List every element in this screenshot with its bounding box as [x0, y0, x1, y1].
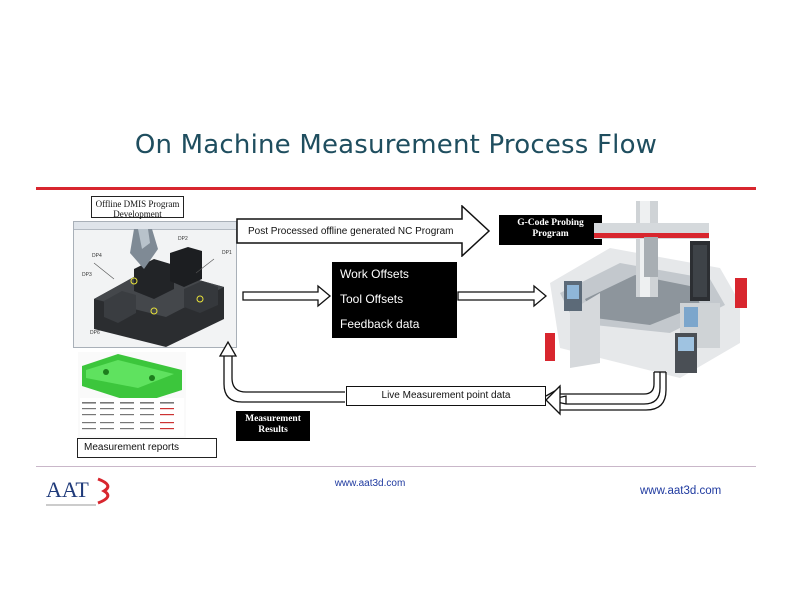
measurement-report-image — [78, 352, 186, 438]
cad-window-titlebar — [74, 222, 236, 230]
feedback-info-box: Work Offsets Tool Offsets Feedback data — [332, 262, 457, 338]
return-arrow-left-head — [218, 340, 238, 357]
live-measurement-label: Live Measurement point data — [346, 386, 546, 406]
return-arrow-head — [547, 372, 661, 405]
slide-title: On Machine Measurement Process Flow — [134, 130, 658, 160]
return-arrow-left-outer — [223, 356, 345, 403]
aat3-logo-mark: AAT — [46, 477, 110, 506]
cad-part-image — [93, 229, 224, 347]
feedback-item-tool-offsets: Tool Offsets — [340, 292, 404, 306]
measurement-results-label: Measurement Results — [236, 411, 310, 441]
cad-tag: DP2 — [178, 236, 188, 242]
arrow-feedback-to-machine — [457, 284, 548, 308]
cad-tag: DP1 — [222, 250, 232, 256]
footer-link-right[interactable]: www.aat3d.com — [640, 485, 722, 497]
offline-dmis-label: Offline DMIS Program Development — [91, 196, 184, 219]
nc-program-label: Post Processed offline generated NC Prog… — [248, 226, 454, 237]
nc-program-arrow — [236, 205, 491, 257]
measurement-reports-label: Measurement reports — [77, 438, 217, 458]
arrow-cad-to-feedback — [242, 284, 332, 308]
machine-tool-image — [545, 201, 747, 378]
return-arrow-left-inner — [231, 356, 345, 393]
aat3-logo: AAT — [44, 473, 114, 509]
cad-tag: DP4 — [92, 253, 102, 259]
gcode-probing-label: G-Code Probing Program — [499, 215, 602, 245]
logo-letters: AAT — [46, 477, 89, 502]
return-arrow-inner — [545, 372, 655, 397]
cad-program-screenshot: DP2 DP1 DP4 DP3 DP6 — [73, 221, 237, 348]
report-graphic — [80, 354, 184, 436]
footer-divider — [36, 466, 756, 467]
feedback-item-feedback-data: Feedback data — [340, 317, 420, 331]
footer-link-center[interactable]: www.aat3d.com — [334, 478, 406, 489]
return-arrow-outer — [560, 372, 667, 411]
logo-swoosh — [97, 477, 110, 505]
feedback-item-work-offsets: Work Offsets — [340, 267, 409, 281]
title-divider — [36, 187, 756, 190]
cad-tag: DP3 — [82, 272, 92, 278]
cad-tag: DP6 — [90, 330, 100, 336]
